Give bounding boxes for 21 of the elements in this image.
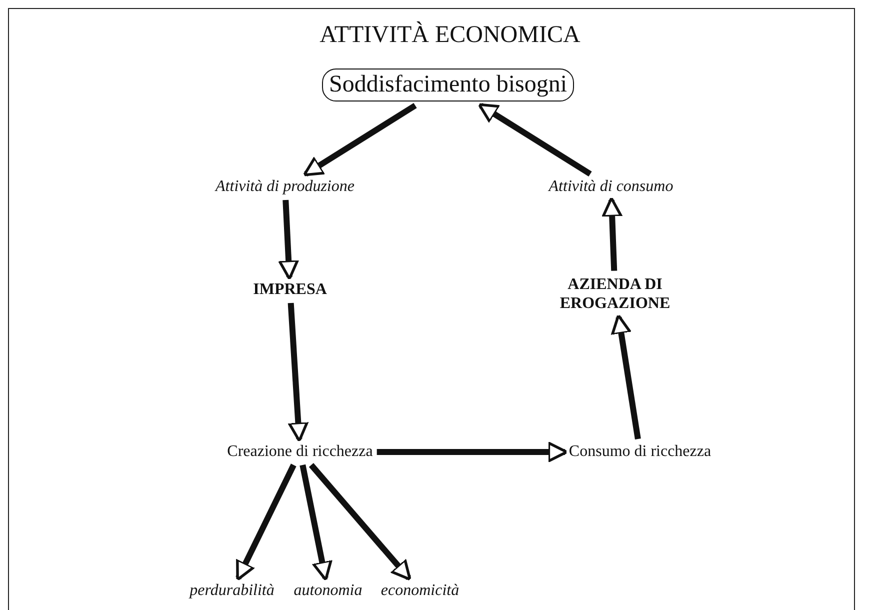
rounded-box: Soddisfacimento bisogni: [322, 68, 574, 102]
block-arrow: [602, 196, 622, 271]
block-arrow: [236, 464, 296, 581]
block-arrow: [610, 314, 641, 440]
text-label: Consumo di ricchezza: [568, 443, 712, 461]
block-arrow: [300, 464, 332, 582]
block-arrow: [376, 442, 568, 462]
italic-label: autonomia: [294, 582, 362, 600]
block-arrow: [302, 102, 417, 177]
bold-heading: IMPRESA: [253, 281, 327, 299]
block-arrow: [308, 463, 412, 581]
diagram-title: ATTIVITÀ ECONOMICA: [318, 22, 582, 49]
italic-label: economicità: [380, 582, 460, 600]
italic-label: perdurabilità: [190, 582, 274, 600]
italic-label: Attività di consumo: [548, 178, 674, 196]
block-arrow: [278, 200, 299, 280]
text-label: Creazione di ricchezza: [227, 443, 373, 461]
block-arrow: [288, 302, 309, 442]
block-arrow: [478, 102, 592, 177]
italic-label: Attività di produzione: [216, 178, 354, 196]
bold-heading: AZIENDA DI EROGAZIONE: [540, 274, 690, 314]
